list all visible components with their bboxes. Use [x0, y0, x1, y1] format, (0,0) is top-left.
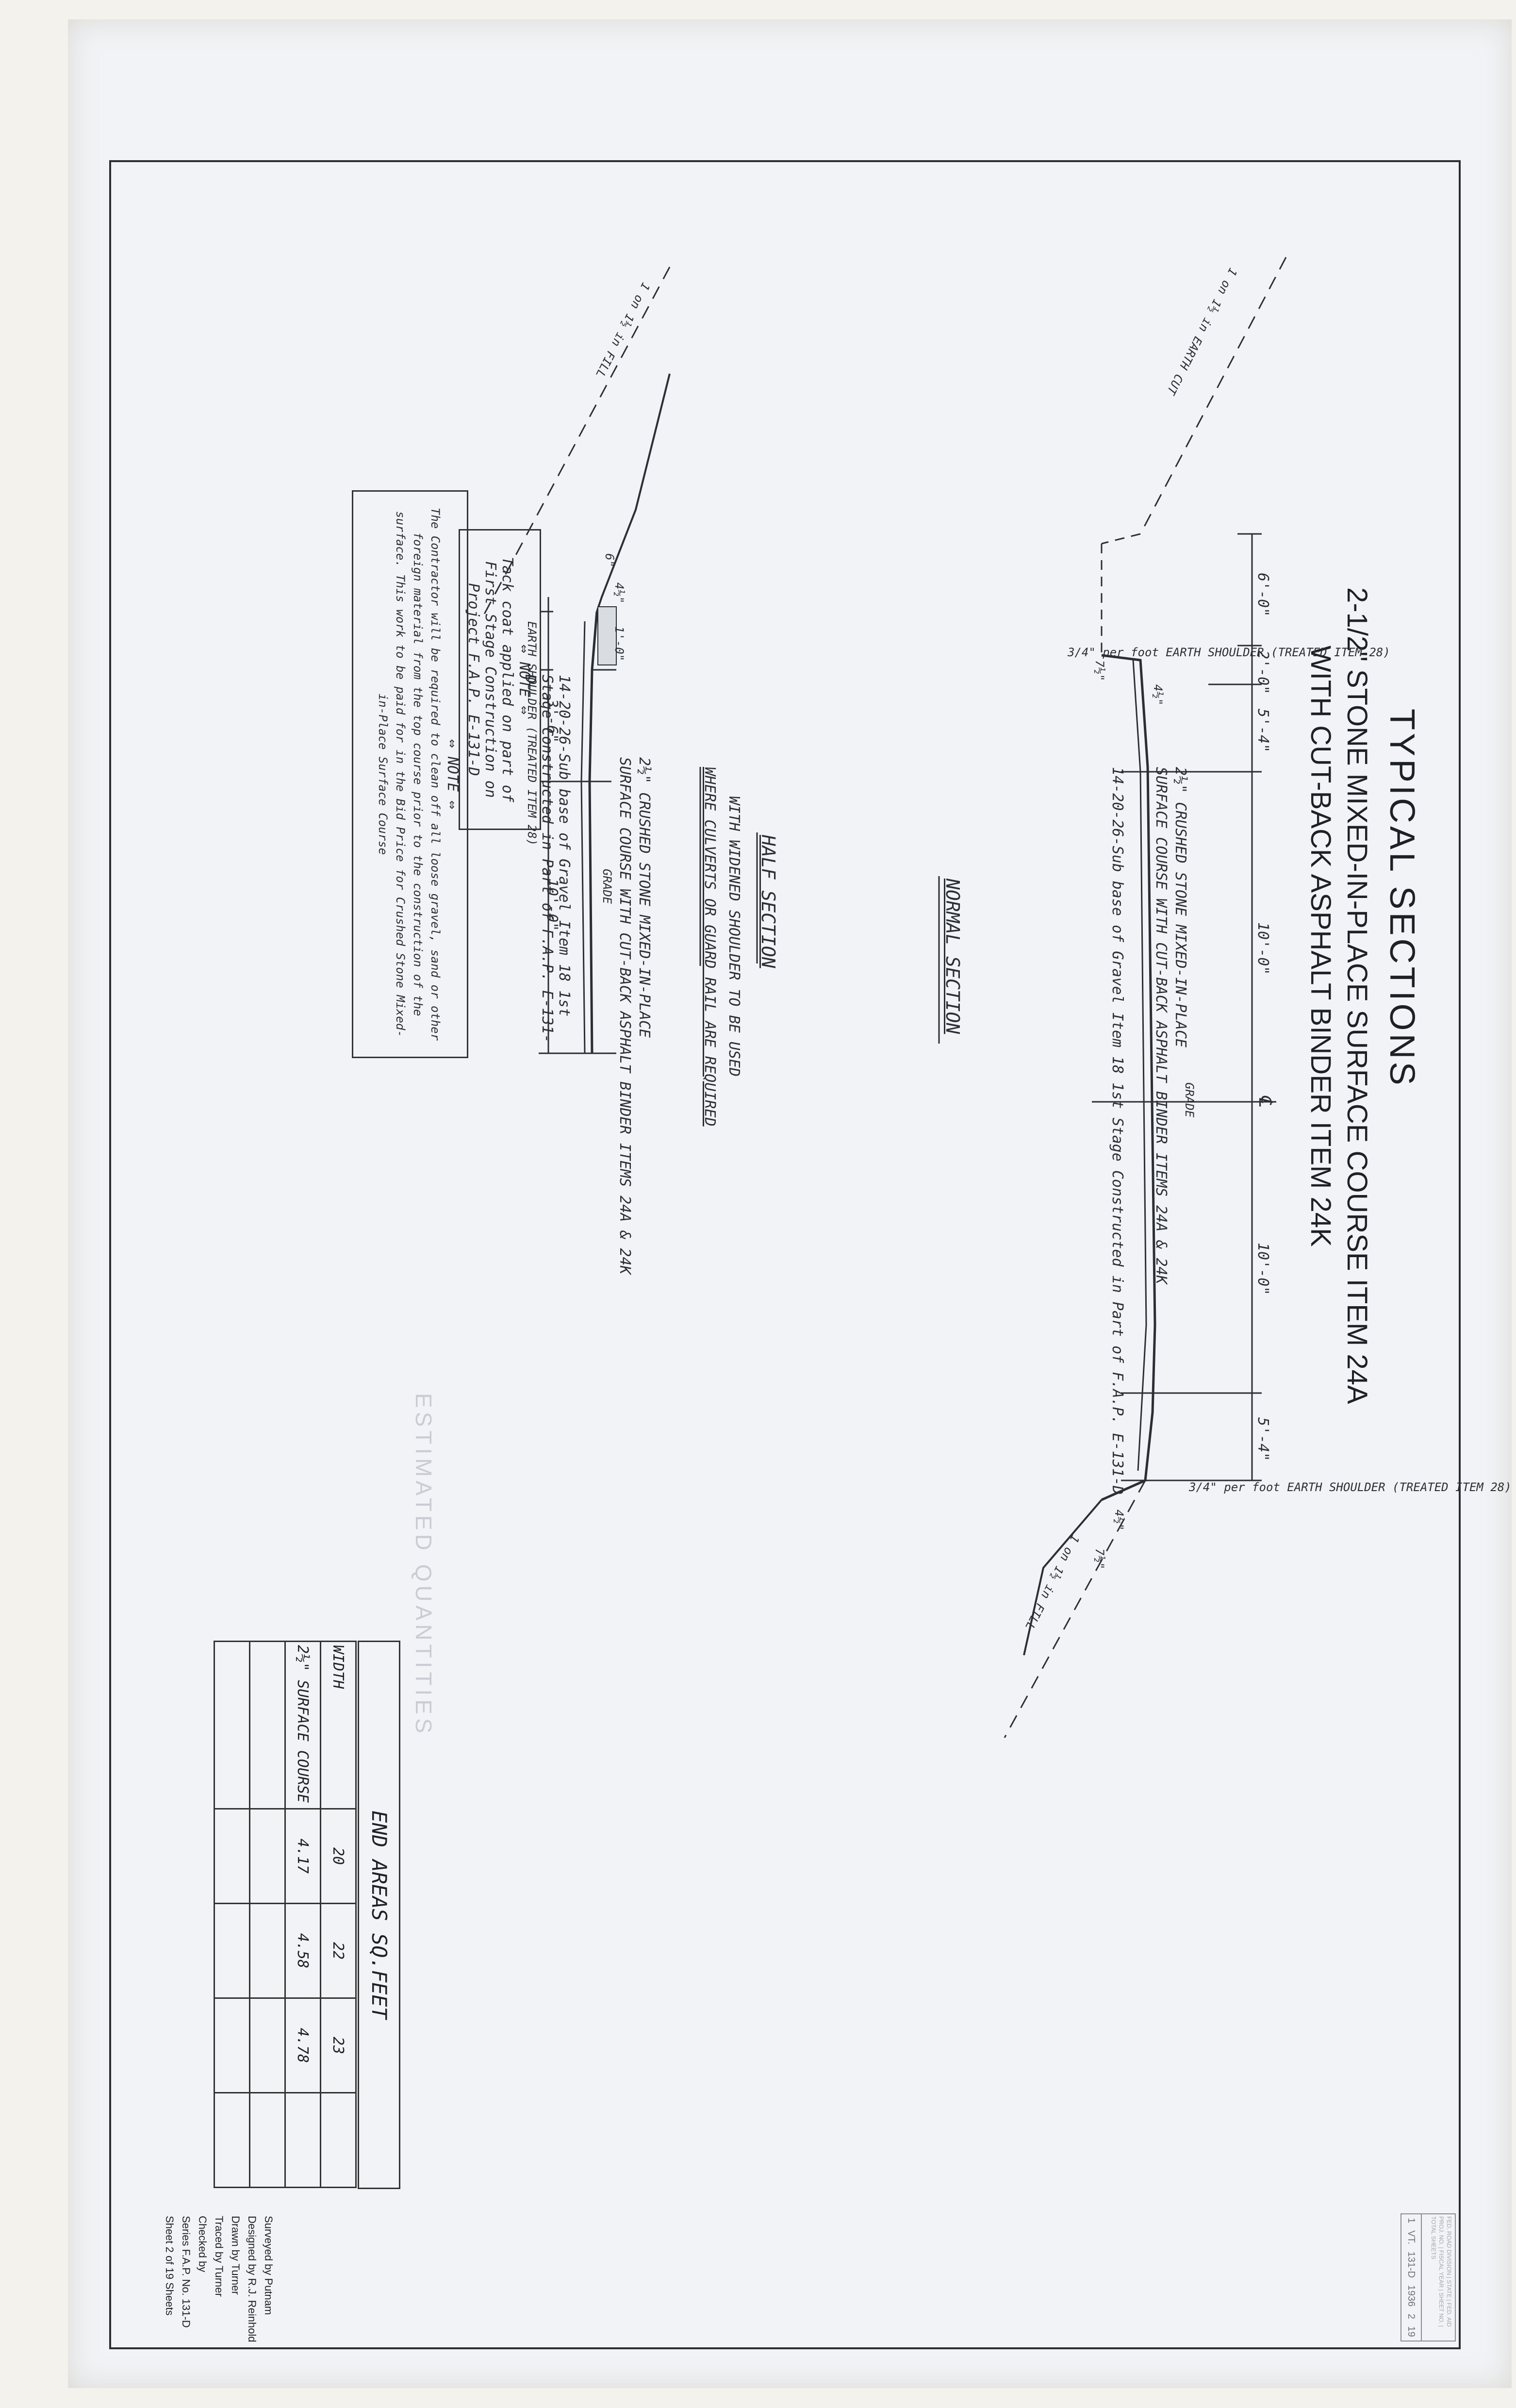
half-grade-label: GRADE [600, 869, 614, 904]
half-dim-w3: 1'-0" [612, 626, 626, 662]
cut-slope-line [1139, 257, 1287, 534]
normal-base-line [1132, 660, 1147, 1471]
half-section-sub-label-1: WITH WIDENED SHOULDER TO BE USED [725, 796, 742, 1077]
dim-depth-1: 7½" [1093, 660, 1106, 681]
dim-shoulder-right: 5'-4" [1254, 1417, 1271, 1461]
end-areas-value-cell: 4.17 [285, 1809, 321, 1904]
stamp-year: 1936 [1406, 2285, 1417, 2307]
credit-sheet: Sheet 2 of 19 Sheets [164, 2216, 176, 2316]
dim-shoulder-left: 5'-4" [1254, 709, 1271, 753]
stamp-division: 1 [1406, 2218, 1417, 2224]
dim-slope-width: 2'-0" [1254, 650, 1271, 695]
project-stamp: FED. ROAD DIVISION | STATE | FED. AID PR… [1401, 2213, 1456, 2342]
fill-slope-line [1004, 1480, 1146, 1738]
contractor-note-header: ⇔ NOTE ⇔ [444, 739, 461, 810]
dim-depth-2: 4½" [1151, 684, 1165, 706]
stamp-header: FED. ROAD DIVISION | STATE | FED. AID PR… [1430, 2216, 1452, 2327]
stamp-state: VT. [1406, 2230, 1417, 2244]
credit-designed: Designed by R.J. Reinhold [246, 2216, 258, 2342]
end-areas-width-row: WIDTH 20 22 23 [320, 1641, 356, 2188]
end-areas-width-cell: 20 [320, 1809, 356, 1904]
normal-grade-label: GRADE [1183, 1082, 1196, 1118]
end-areas-width-label: WIDTH [320, 1641, 356, 1809]
half-section-sub-label-2: WHERE CULVERTS OR GUARD RAIL ARE REQUIRE… [701, 767, 718, 1127]
normal-surface-note-1: 2½" CRUSHED STONE MIXED-IN-PLACE [1172, 767, 1189, 1047]
estimated-quantities-label: ESTIMATED QUANTITIES [411, 1393, 436, 1737]
dim-lane-right: 10'-0" [1254, 1243, 1271, 1295]
tack-coat-note-header: ⇔ NOTE ⇔ [516, 644, 533, 715]
normal-section-label: NORMAL SECTION [942, 879, 963, 1034]
normal-shoulder-note: 3/4" per foot EARTH SHOULDER (TREATED IT… [1068, 646, 1390, 659]
normal-centerline-mark: ℄ [1255, 1095, 1276, 1107]
credit-series: Series F.A.P. No. 131-D [180, 2216, 192, 2328]
half-dim-w1: 4½" [612, 582, 626, 604]
stamp-total: 19 [1406, 2326, 1417, 2337]
sheet-border [109, 160, 1461, 2349]
end-areas-table: WIDTH 20 22 23 2½" SURFACE COURSE 4.17 4… [214, 1641, 357, 2188]
dim-depth-3: 4½" [1112, 1510, 1126, 1531]
ditch-line [1101, 533, 1141, 545]
half-surface-profile [588, 611, 598, 1054]
end-areas-value-cell: 4.58 [285, 1903, 321, 1998]
tack-coat-note-box: ⇔ NOTE ⇔ Tack coat applied on part of Fi… [459, 529, 541, 830]
half-embankment-line [596, 373, 671, 612]
stamp-sheet: 2 [1406, 2313, 1417, 2319]
stamp-project: 131-D [1406, 2251, 1417, 2278]
drawing-sheet [68, 19, 1512, 2388]
end-areas-title: END AREAS SQ.FEET [358, 1641, 400, 2189]
credit-checked: Checked by [197, 2216, 209, 2273]
end-areas-value-row: 2½" SURFACE COURSE 4.17 4.58 4.78 [285, 1641, 321, 2188]
contractor-note-text: The Contractor will be required to clean… [376, 507, 442, 1041]
half-dim-shoulder: 3'-6" [544, 699, 560, 743]
normal-shoulder-note-right: 3/4" per foot EARTH SHOULDER (TREATED IT… [1189, 1480, 1512, 1494]
credit-traced: Traced by Turner [213, 2216, 225, 2297]
normal-section-drawing [1004, 257, 1287, 1738]
dim-lane-left: 10'-0" [1254, 922, 1271, 975]
half-section-drawing [479, 266, 671, 1054]
half-base-line [580, 621, 586, 1054]
half-section-label: HALF SECTION [758, 835, 779, 968]
guard-post-block [597, 606, 617, 665]
dim-ditch: 6'-0" [1254, 573, 1271, 617]
half-dim-w2: 6" [603, 553, 616, 567]
half-surface-note-2: SURFACE COURSE WITH CUT-BACK ASPHALT BIN… [616, 757, 633, 1275]
end-areas-width-cell: 22 [320, 1903, 356, 1998]
dim-depth-4: 7½" [1093, 1548, 1106, 1570]
drawing-content: TYPICAL SECTIONS 2-1/2" STONE MIXED-IN-P… [109, 160, 1512, 2349]
title-block-credits: Surveyed by Putnam Designed by R.J. Rein… [161, 2216, 277, 2347]
end-areas-value-cell: 4.78 [285, 1998, 321, 2093]
tack-coat-note-text: Tack coat applied on part of First Stage… [465, 557, 516, 802]
half-dim-lane: 10'-0" [544, 879, 560, 931]
half-surface-note-1: 2½" CRUSHED STONE MIXED-IN-PLACE [636, 757, 653, 1038]
normal-surface-note-2: SURFACE COURSE WITH CUT-BACK ASPHALT BIN… [1153, 767, 1170, 1284]
end-areas-width-cell: 23 [320, 1998, 356, 2093]
section-drawings [479, 257, 1287, 1738]
contractor-note-box: ⇔ NOTE ⇔ The Contractor will be required… [352, 490, 468, 1058]
credit-drawn: Drawn by Turner [230, 2216, 242, 2295]
normal-base-note: 14-20-26-Sub base of Gravel Item 18 1st … [1109, 767, 1126, 1495]
credit-surveyed: Surveyed by Putnam [263, 2216, 275, 2315]
end-areas-row-label: 2½" SURFACE COURSE [285, 1641, 321, 1809]
fill-embankment-line [1023, 1499, 1103, 1656]
